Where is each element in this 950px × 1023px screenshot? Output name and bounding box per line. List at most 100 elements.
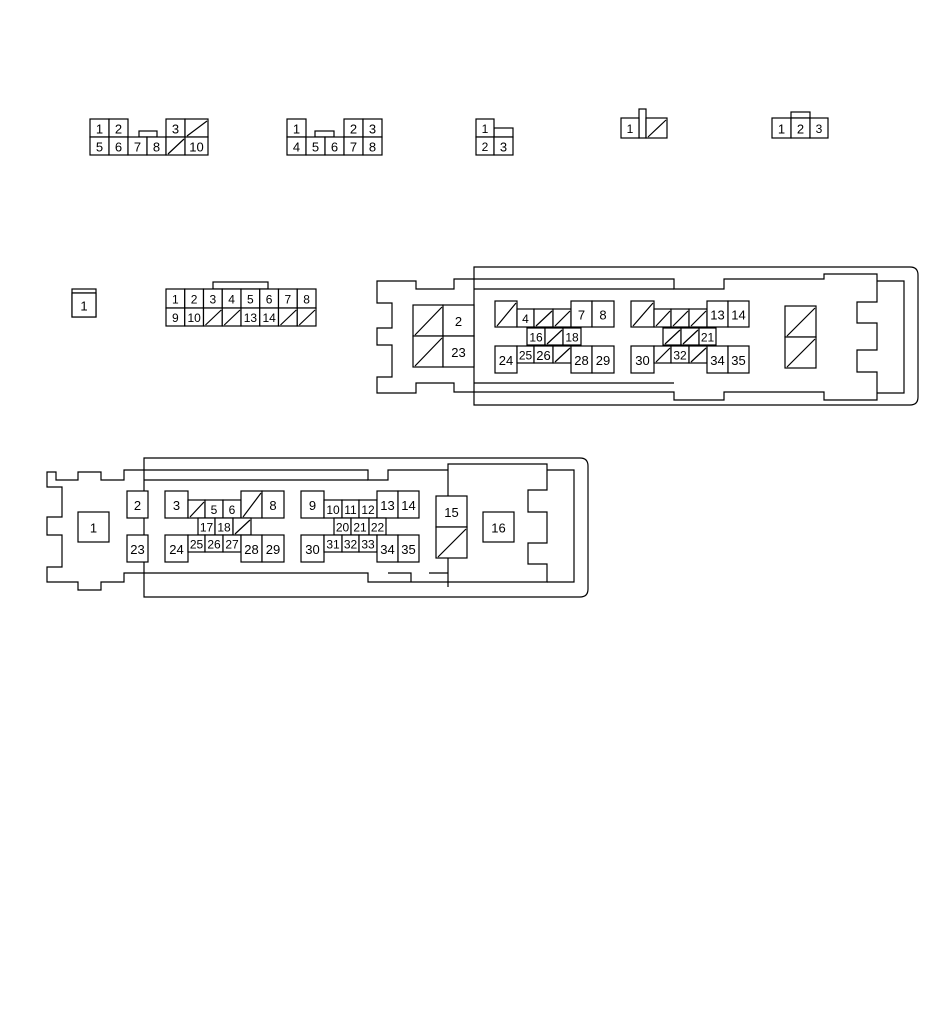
- empty-cavity-slash: [786, 338, 816, 368]
- empty-cavity: [645, 117, 668, 139]
- empty-cavity: [221, 307, 242, 327]
- pin-number: 5: [247, 293, 254, 307]
- pin-number: 1: [778, 122, 785, 137]
- pin-number: 32: [344, 538, 358, 552]
- connector-d: 1: [620, 117, 668, 139]
- pin-number: 6: [229, 503, 236, 517]
- empty-cavity: [552, 345, 572, 364]
- empty-cavity: [412, 304, 444, 337]
- empty-cavity: [544, 327, 564, 346]
- pin-number: 4: [293, 140, 300, 155]
- empty-cavity: [552, 308, 572, 328]
- pin-number: 26: [536, 348, 550, 363]
- empty-cavity: [653, 345, 672, 364]
- empty-cavity: [412, 335, 444, 368]
- pin-number: 2: [797, 122, 804, 137]
- pin-number: 8: [369, 140, 376, 155]
- pin-cavity: [184, 136, 209, 156]
- empty-cavity: [688, 308, 708, 328]
- pin-cavity: [727, 345, 750, 374]
- pin-number: 9: [172, 311, 179, 325]
- pin-number: 23: [451, 345, 465, 360]
- empty-cavity: [533, 308, 554, 328]
- pin-number: 21: [701, 331, 715, 345]
- pin-number: 12: [361, 503, 375, 517]
- empty-cavity-slash: [234, 519, 251, 535]
- empty-cavity-slash: [672, 310, 689, 327]
- pin-cavity: [493, 136, 514, 156]
- empty-cavity-slash: [298, 309, 316, 326]
- empty-cavity-slash: [223, 309, 241, 326]
- empty-cavity-slash: [647, 119, 667, 138]
- connector-b-key: [314, 130, 335, 138]
- empty-cavity-slash: [554, 310, 571, 327]
- empty-cavity-slash: [189, 501, 205, 518]
- pin-number: 3: [173, 498, 180, 513]
- pin-number: 31: [326, 538, 340, 552]
- empty-cavity: [662, 327, 682, 346]
- pin-number: 35: [731, 353, 745, 368]
- pin-number: 1: [80, 299, 87, 314]
- pin-cavity: [126, 490, 149, 519]
- pin-number: 8: [269, 498, 276, 513]
- pin-number: 3: [500, 140, 507, 155]
- pin-number: 2: [455, 314, 462, 329]
- empty-cavity-slash: [690, 310, 707, 327]
- connector-i-lock-rail: [143, 457, 589, 598]
- connector-d-key: [638, 108, 647, 139]
- pin-number: 18: [565, 331, 579, 345]
- pin-number: 1: [172, 293, 179, 307]
- pin-number: 3: [369, 122, 376, 137]
- empty-cavity-slash: [655, 310, 671, 327]
- pin-cavity: [442, 335, 475, 368]
- connector-e-key: [790, 111, 811, 119]
- empty-cavity-slash: [682, 329, 699, 345]
- pin-cavity: [435, 495, 468, 528]
- empty-cavity-slash: [655, 347, 671, 363]
- pin-cavity: [591, 345, 615, 374]
- empty-cavity-slash: [186, 120, 208, 137]
- empty-cavity: [670, 308, 690, 328]
- pin-number: 14: [262, 311, 276, 325]
- pin-number: 35: [401, 542, 415, 557]
- connector-f: 1: [71, 292, 97, 318]
- pin-number: 24: [169, 542, 183, 557]
- pin-number: 5: [96, 140, 103, 155]
- pin-number: 10: [187, 311, 201, 325]
- empty-cavity-slash: [437, 528, 467, 558]
- pin-number: 25: [190, 538, 204, 552]
- pin-number: 24: [499, 353, 513, 368]
- pin-cavity: [482, 511, 515, 543]
- connector-h-inner-lines: [474, 280, 905, 394]
- pin-number: 10: [326, 503, 340, 517]
- pin-cavity: [261, 534, 285, 563]
- empty-cavity-slash: [414, 337, 443, 367]
- pin-number: 7: [134, 140, 141, 155]
- connector-h-top-rail: [474, 273, 878, 401]
- pin-cavity: [620, 117, 640, 139]
- pin-number: 2: [350, 122, 357, 137]
- connector-c-key: [493, 127, 514, 138]
- pin-number: 6: [331, 140, 338, 155]
- pin-number: 13: [380, 498, 394, 513]
- pin-cavity: [809, 117, 829, 139]
- pin-number: 28: [244, 542, 258, 557]
- pin-number: 28: [574, 353, 588, 368]
- pin-number: 30: [305, 542, 319, 557]
- empty-cavity: [232, 517, 252, 536]
- pin-number: 3: [210, 293, 217, 307]
- pin-cavity: [261, 490, 285, 519]
- pin-number: 30: [635, 353, 649, 368]
- pin-number: 13: [710, 308, 724, 323]
- empty-cavity-slash: [632, 302, 654, 327]
- empty-cavity-slash: [535, 310, 553, 327]
- pin-cavity: [397, 490, 420, 519]
- pin-number: 8: [599, 308, 606, 323]
- empty-cavity: [187, 499, 206, 519]
- connector-a-key: [138, 130, 158, 138]
